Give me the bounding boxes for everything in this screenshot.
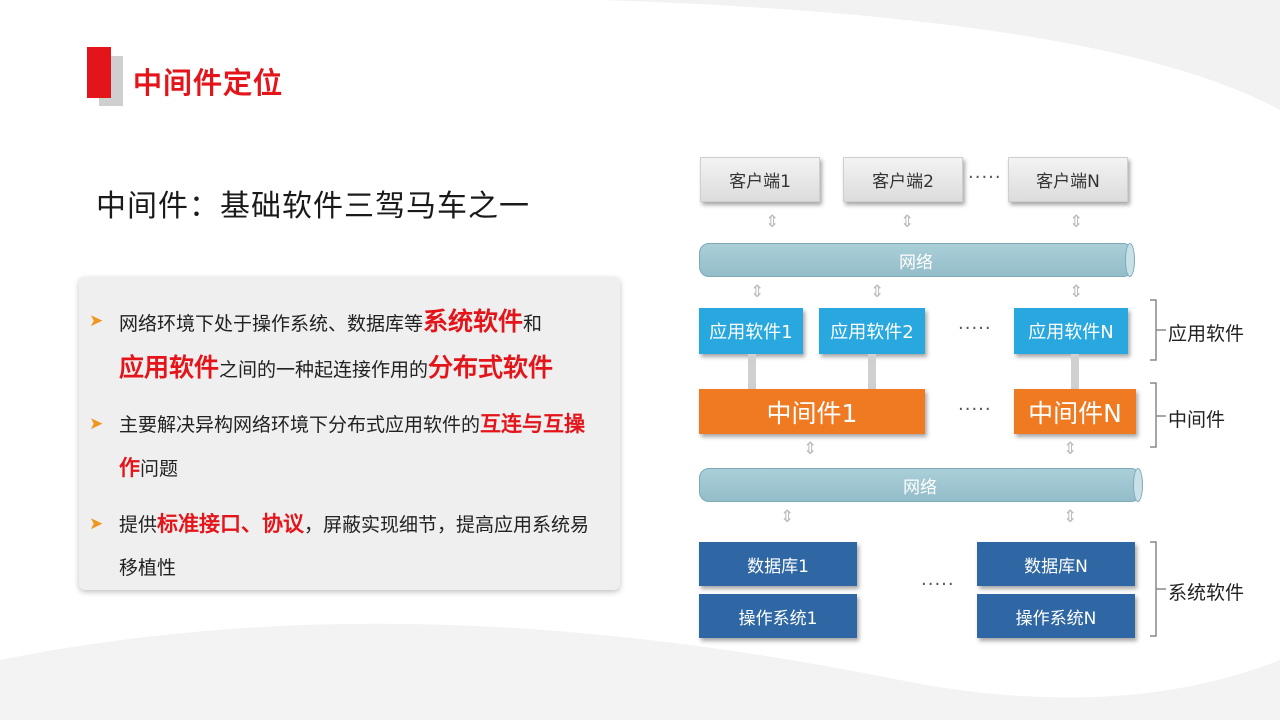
brace-system-layer — [1150, 541, 1166, 637]
middleware-box-1: 中间件1 — [699, 389, 925, 434]
double-arrow-icon: ⇕ — [780, 507, 795, 527]
os-box-1: 操作系统1 — [699, 594, 857, 638]
connector — [1071, 354, 1079, 389]
bullet-text: 网络环境下处于操作系统、数据库等 — [119, 313, 424, 335]
bullet-item-1: ➤ 网络环境下处于操作系统、数据库等系统软件和 应用软件之间的一种起连接作用的分… — [89, 300, 599, 392]
database-box-1: 数据库1 — [699, 542, 857, 586]
layer-label-system: 系统软件 — [1168, 582, 1245, 604]
connector — [748, 354, 756, 389]
bullet-text: 提供 — [119, 514, 158, 536]
double-arrow-icon: ⇕ — [870, 282, 885, 302]
bullet-item-2: ➤ 主要解决异构网络环境下分布式应用软件的互连与互操作问题 — [89, 403, 599, 491]
bullet-arrow-icon: ➤ — [89, 514, 104, 534]
page-subtitle: 中间件：基础软件三驾马车之一 — [96, 189, 530, 224]
database-box-n: 数据库N — [977, 542, 1135, 586]
ellipsis-dots: ····· — [958, 318, 992, 339]
double-arrow-icon: ⇕ — [750, 282, 765, 302]
network-label: 网络 — [899, 252, 933, 273]
brace-app-layer — [1150, 299, 1166, 361]
double-arrow-icon: ⇕ — [1063, 507, 1078, 527]
pipe-end-cap — [1133, 468, 1143, 502]
highlight-text: 系统软件 — [423, 307, 524, 336]
brace-middleware-layer — [1150, 382, 1166, 448]
network-label: 网络 — [903, 477, 937, 498]
bullet-text: 问题 — [140, 458, 179, 480]
os-box-n: 操作系统N — [977, 594, 1135, 638]
bullet-text: 之间的一种起连接作用的 — [219, 359, 429, 381]
double-arrow-icon: ⇕ — [765, 212, 780, 232]
network-pipe-bottom: 网络 — [699, 468, 1143, 502]
app-box-1: 应用软件1 — [699, 308, 803, 354]
double-arrow-icon: ⇕ — [900, 212, 915, 232]
title-accent-bar — [87, 47, 111, 98]
highlight-text: 互连与互操作 — [119, 412, 586, 480]
app-box-2: 应用软件2 — [819, 308, 925, 354]
bullet-text: 主要解决异构网络环境下分布式应用软件的 — [119, 414, 481, 436]
client-box-2: 客户端2 — [843, 157, 963, 202]
layer-label-app: 应用软件 — [1168, 323, 1245, 345]
double-arrow-icon: ⇕ — [1069, 212, 1084, 232]
highlight-text: 标准接口、协议 — [157, 512, 305, 536]
page-title: 中间件定位 — [133, 66, 284, 100]
ellipsis-dots: ····· — [958, 399, 992, 420]
double-arrow-icon: ⇕ — [1069, 282, 1084, 302]
double-arrow-icon: ⇕ — [1063, 439, 1078, 459]
network-pipe-top: 网络 — [699, 243, 1135, 277]
ellipsis-dots: ····· — [968, 167, 1002, 188]
bullet-panel: ➤ 网络环境下处于操作系统、数据库等系统软件和 应用软件之间的一种起连接作用的分… — [79, 277, 620, 590]
app-box-n: 应用软件N — [1014, 308, 1128, 354]
bullet-text: ，屏蔽实现细节，提高应用系统易移植性 — [119, 514, 590, 579]
double-arrow-icon: ⇕ — [803, 439, 818, 459]
pipe-end-cap — [1125, 243, 1135, 277]
layer-label-middleware: 中间件 — [1168, 409, 1226, 431]
connector — [868, 354, 876, 389]
middleware-box-n: 中间件N — [1014, 389, 1136, 434]
bullet-arrow-icon: ➤ — [89, 311, 104, 331]
highlight-text: 应用软件 — [119, 353, 220, 382]
bullet-arrow-icon: ➤ — [89, 414, 104, 434]
client-box-1: 客户端1 — [700, 157, 820, 202]
ellipsis-dots: ····· — [921, 574, 955, 595]
bullet-item-3: ➤ 提供标准接口、协议，屏蔽实现细节，提高应用系统易移植性 — [89, 503, 599, 590]
bullet-text: 和 — [523, 313, 543, 335]
client-box-n: 客户端N — [1008, 157, 1128, 202]
highlight-text: 分布式软件 — [428, 353, 554, 382]
